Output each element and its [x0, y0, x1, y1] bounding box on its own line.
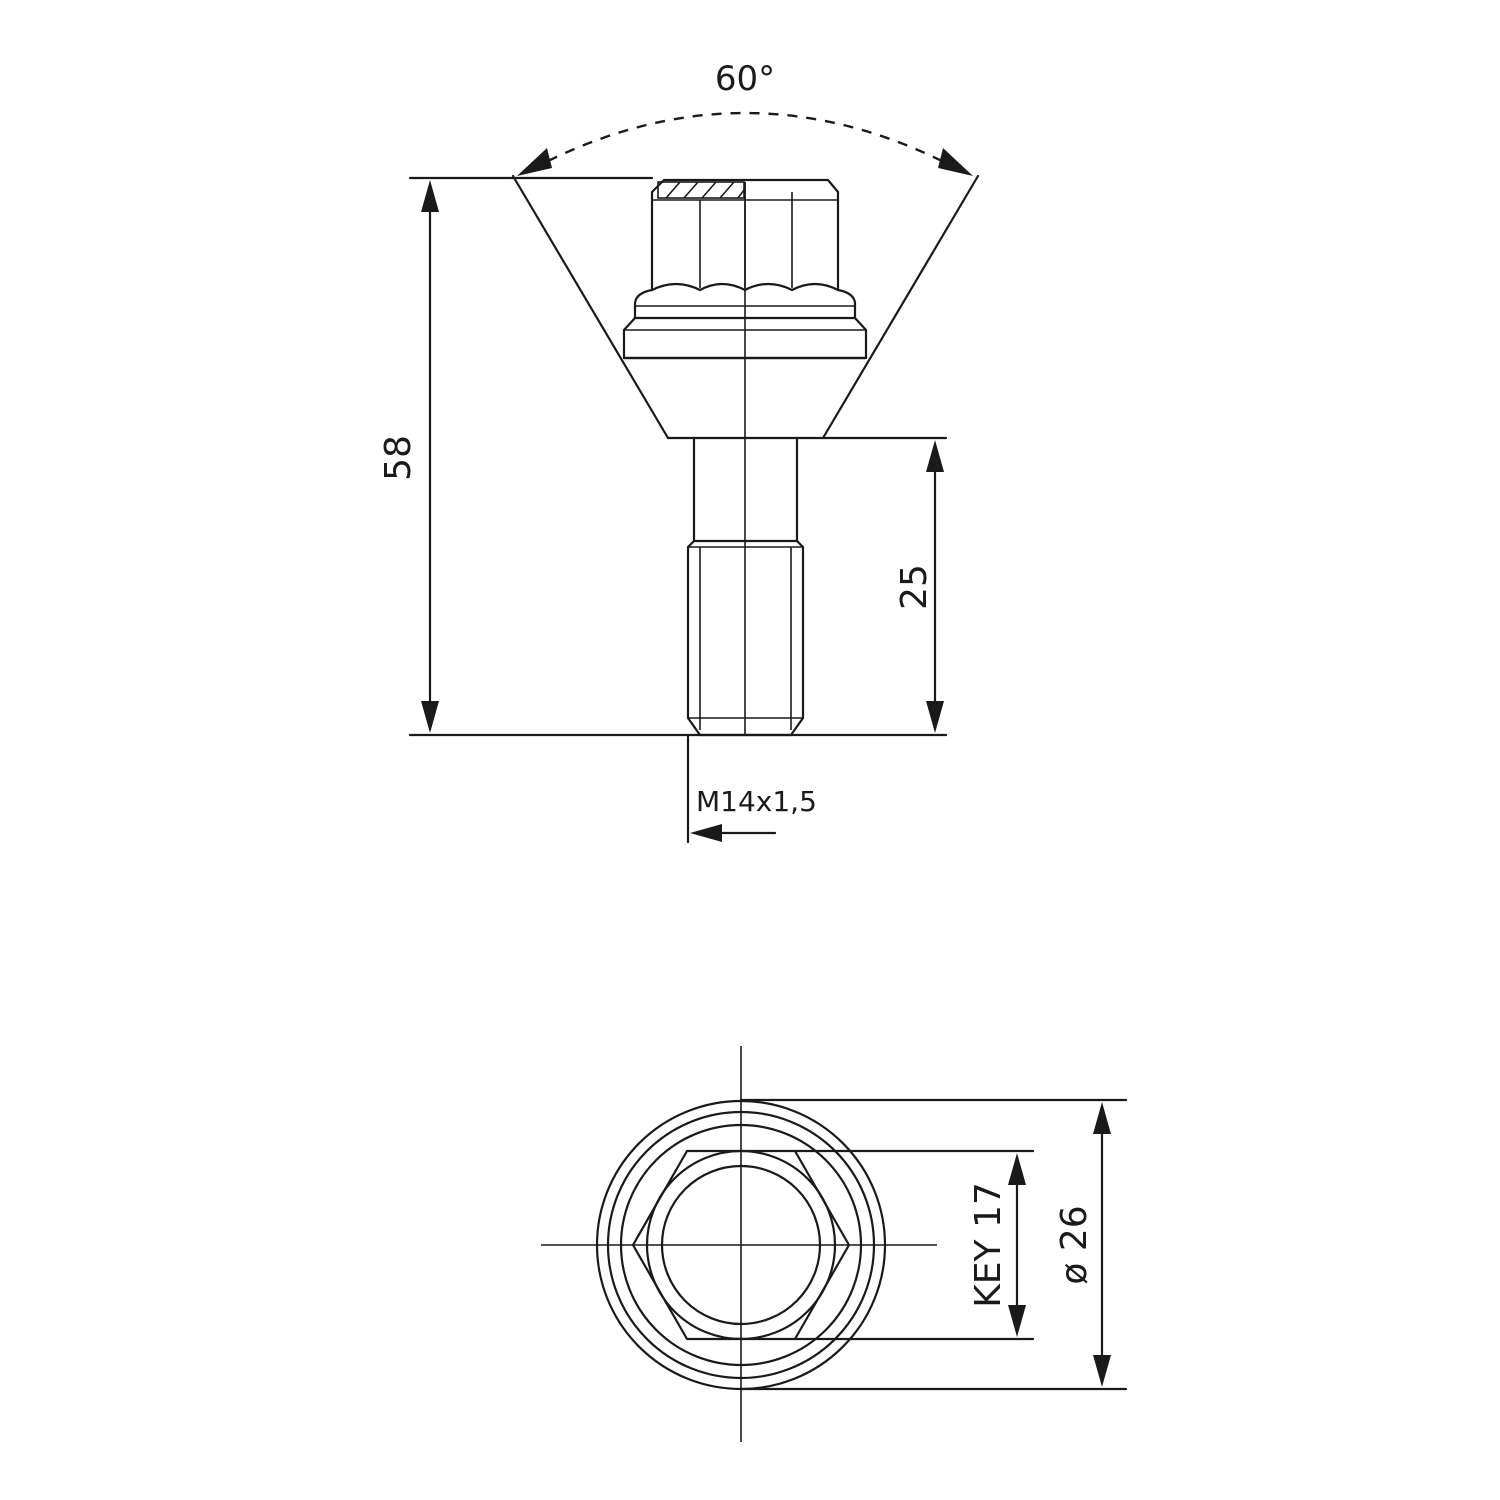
extension-lines	[408, 176, 948, 737]
thread-length-label: 25	[894, 564, 935, 610]
key-size-label: KEY 17	[968, 1182, 1009, 1308]
angle-arc	[517, 111, 973, 176]
diameter-label: ø 26	[1054, 1205, 1095, 1284]
top-view: KEY 17 ø 26	[541, 1046, 1128, 1442]
length-58-dimension	[421, 180, 439, 733]
thread-length-dimension	[926, 440, 944, 733]
thread-spec-label: M14x1,5	[696, 785, 817, 818]
top-extension-lines	[739, 1098, 1128, 1391]
cone-seat-lines	[511, 174, 980, 440]
key-size-dimension	[1008, 1153, 1026, 1337]
shank	[692, 436, 799, 543]
diameter-dimension	[1093, 1102, 1111, 1387]
overall-length-label: 58	[378, 435, 419, 481]
side-view: 60°	[378, 59, 980, 844]
angle-label: 60°	[715, 59, 775, 99]
thread-spec-leader	[686, 733, 777, 844]
